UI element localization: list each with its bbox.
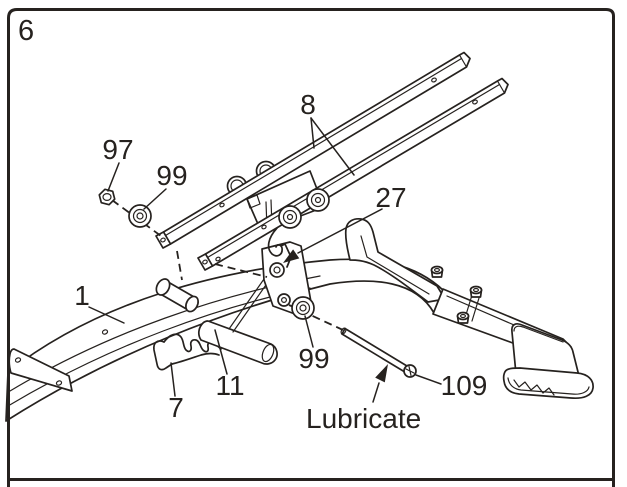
washer-99-right	[291, 296, 315, 320]
frame-bolt-2	[469, 285, 483, 298]
foot-tread	[513, 379, 555, 396]
rail-hole	[101, 329, 109, 335]
carriage-rollers-front	[278, 188, 330, 229]
part-label-1: 1	[74, 280, 90, 311]
pivot-arm	[344, 217, 446, 303]
lubricate-arrow	[375, 364, 388, 383]
callout-arrow-27	[283, 249, 300, 263]
washer-99-left	[128, 204, 152, 228]
part-label-7: 7	[168, 392, 184, 423]
frame-bolt-1	[430, 265, 444, 278]
step-number: 6	[18, 15, 34, 47]
part-label-99-left: 99	[156, 160, 187, 191]
part-label-27: 27	[375, 182, 406, 213]
lubricate-label: Lubricate	[306, 403, 421, 434]
part-label-109: 109	[441, 370, 488, 401]
hex-nut-97	[98, 188, 116, 206]
foot-bracket-7	[153, 333, 222, 371]
rail-8-upper	[155, 51, 471, 249]
part-label-11: 11	[215, 370, 244, 401]
bolt-109	[340, 327, 417, 378]
latch-hook	[267, 227, 292, 268]
callout-labels: 97 99 8 27 1 7 11 99 109 Lubricate	[74, 89, 487, 434]
frame-right-side	[344, 217, 594, 400]
part-label-97: 97	[102, 134, 133, 165]
part-label-99-right: 99	[298, 343, 329, 374]
frame-foot	[502, 322, 594, 400]
callout-leaders	[88, 117, 442, 403]
mount-pin	[155, 278, 199, 313]
figure-frame: 6	[7, 8, 615, 487]
part-label-8: 8	[300, 89, 316, 120]
frame-bolt-3	[456, 311, 470, 324]
